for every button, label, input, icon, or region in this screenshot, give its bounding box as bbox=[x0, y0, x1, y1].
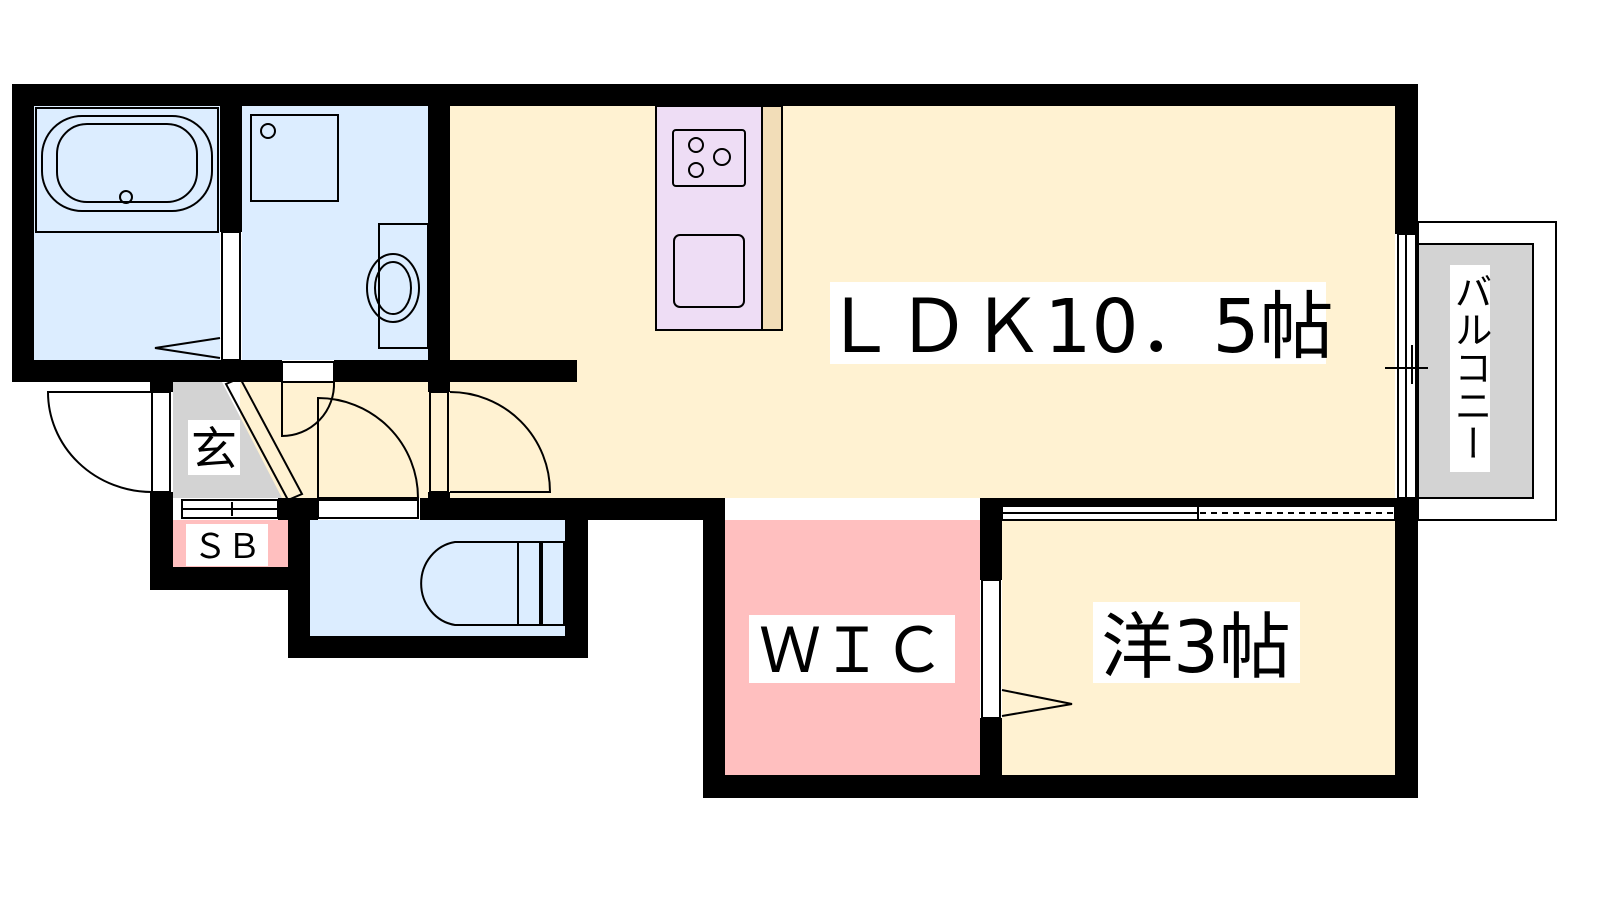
balcony-label: バルコニー bbox=[1448, 272, 1492, 462]
entrance-label: 玄 bbox=[191, 422, 237, 476]
door-fixtures bbox=[46, 231, 1428, 719]
stove-icon bbox=[672, 129, 746, 187]
western-room-label: 洋3帖 bbox=[1101, 605, 1291, 689]
walls bbox=[12, 84, 1418, 798]
wash-basin-icon bbox=[366, 223, 429, 349]
ldk-label: ＬＤＫ10．5帖 bbox=[822, 284, 1333, 370]
washing-machine-icon bbox=[250, 114, 339, 202]
sink-icon bbox=[673, 234, 745, 308]
wic-label: ＷＩＣ bbox=[759, 614, 945, 687]
kitchen-counter bbox=[655, 105, 783, 331]
washroom-floor bbox=[242, 106, 428, 360]
bathtub-icon bbox=[35, 107, 219, 233]
shoebox-label: ＳＢ bbox=[193, 527, 261, 567]
toilet-icon bbox=[420, 541, 565, 626]
